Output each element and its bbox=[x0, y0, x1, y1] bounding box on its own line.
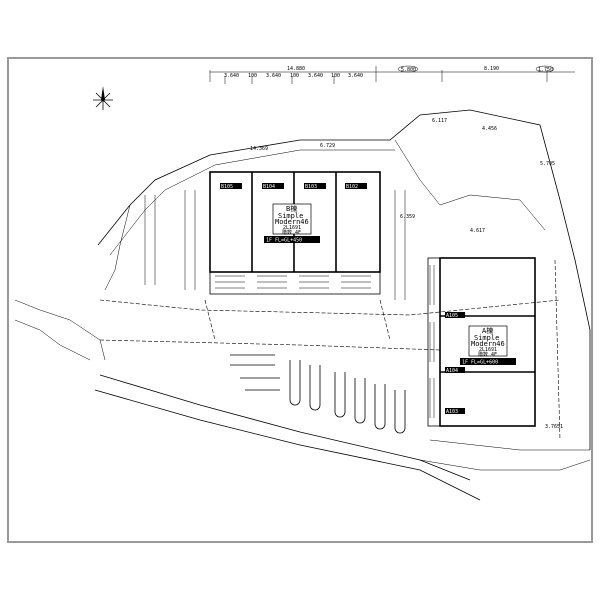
dim-seg: 100 bbox=[331, 73, 340, 79]
dim-seg: 3.640 bbox=[224, 73, 239, 79]
building-b: B105 B104 B103 B102 B棟 Simple Modern46 2… bbox=[209, 171, 381, 295]
site-dim: 5.705 bbox=[540, 161, 555, 167]
parking-stalls bbox=[230, 354, 406, 434]
building-model: Modern46 bbox=[275, 218, 309, 226]
dim-end: 1.750 bbox=[538, 67, 553, 73]
dim-seg: 3.640 bbox=[308, 73, 323, 79]
unit-label: A105 bbox=[446, 313, 458, 319]
unit-label: B104 bbox=[263, 184, 275, 190]
site-dim: 3.7651 bbox=[545, 424, 563, 430]
dim-seg: 100 bbox=[290, 73, 299, 79]
site-dim: 6.359 bbox=[400, 214, 415, 220]
building-floors: 階数 4F bbox=[478, 351, 497, 358]
fence-lines bbox=[144, 190, 561, 441]
floor-level: 1F FL=GL+600 bbox=[462, 360, 498, 366]
building-type: Simple bbox=[474, 334, 499, 342]
dim-right: 8.190 bbox=[484, 66, 499, 72]
dim-gap: 5.800 bbox=[401, 67, 416, 73]
site-dimension-labels: 6.117 4.456 5.705 14.369 6.729 6.359 4.6… bbox=[250, 118, 563, 430]
dim-seg: 3.640 bbox=[348, 73, 363, 79]
site-dim: 14.369 bbox=[250, 146, 268, 152]
building-floors: 階数 4F bbox=[282, 229, 301, 236]
dim-overall: 14.880 bbox=[287, 66, 305, 72]
site-boundary bbox=[14, 109, 591, 501]
unit-label: A104 bbox=[446, 368, 458, 374]
site-dim: 4.456 bbox=[482, 126, 497, 132]
unit-label: B102 bbox=[346, 184, 358, 190]
dim-seg: 100 bbox=[248, 73, 257, 79]
unit-label: A103 bbox=[446, 409, 458, 415]
building-type: Simple bbox=[278, 212, 303, 220]
building-plan: 2L1691 bbox=[283, 225, 301, 231]
dimension-line-top: 14.880 3.640 100 3.640 100 3.640 100 3.6… bbox=[209, 65, 575, 84]
north-arrow-icon bbox=[93, 86, 113, 110]
floor-level: 1F FL=GL+450 bbox=[266, 238, 302, 244]
building-name: A棟 bbox=[482, 326, 493, 335]
site-dim: 6.729 bbox=[320, 143, 335, 149]
dim-seg: 3.640 bbox=[266, 73, 281, 79]
building-plan: 2L1691 bbox=[479, 347, 497, 353]
drawing-frame bbox=[7, 57, 593, 543]
building-model: Modern46 bbox=[471, 340, 505, 348]
unit-label: B103 bbox=[305, 184, 317, 190]
building-name: B棟 bbox=[286, 204, 297, 213]
building-a: A105 A104 A103 A棟 Simple Modern46 2L1691… bbox=[427, 257, 536, 427]
unit-label: B105 bbox=[221, 184, 233, 190]
site-dim: 4.617 bbox=[470, 228, 485, 234]
site-dim: 6.117 bbox=[432, 118, 447, 124]
